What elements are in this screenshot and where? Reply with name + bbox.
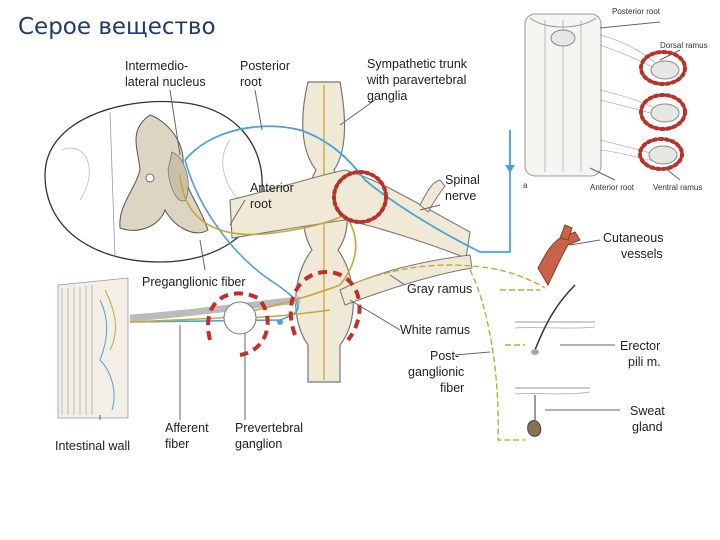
- slide-title: Серое вещество: [18, 14, 216, 40]
- anterior-root-label: Anterior root: [250, 181, 297, 211]
- inset-posterior-root-label: Posterior root: [612, 7, 661, 16]
- erector-pili-icon: [514, 284, 596, 355]
- down-arrowhead: [505, 165, 515, 173]
- leader-lines: [99, 89, 620, 420]
- annotation-circle-inset-1: [639, 50, 687, 86]
- inset-spinal-cord-segment: Posterior root Dorsal ramus Anterior roo…: [523, 7, 708, 192]
- spinal-nerve: [129, 169, 473, 322]
- intestinal-wall-label: Intestinal wall: [55, 439, 130, 453]
- cutaneous-vessel-icon: [537, 224, 581, 287]
- intermediolateral-nucleus-label: Intermedio- lateral nucleus: [125, 59, 206, 89]
- annotation-circle-trunk-junction: [332, 170, 388, 224]
- white-ramus-trunk: [339, 254, 473, 306]
- erector-pili-label: Erector pili m.: [620, 339, 664, 369]
- afferent-fiber-label: Afferent fiber: [165, 421, 212, 451]
- efferent-fiber-path: [129, 174, 357, 323]
- fibers: [129, 125, 546, 441]
- gray-ramus-label: Gray ramus: [407, 282, 472, 296]
- inset-ventral-ramus-label: Ventral ramus: [653, 183, 702, 192]
- sweat-gland-icon: [514, 387, 591, 437]
- sympathetic-trunk: [295, 81, 354, 383]
- afferent-fiber-path: [184, 125, 511, 253]
- preganglionic-fiber-label: Preganglionic fiber: [142, 275, 246, 289]
- annotation-circle-inset-3: [638, 137, 684, 171]
- inset-panel-letter: a: [523, 181, 528, 190]
- inset-anterior-root-label: Anterior root: [590, 183, 635, 192]
- annotation-arc-trunk: [288, 269, 362, 342]
- inset-dorsal-ramus-label: Dorsal ramus: [660, 41, 708, 50]
- prevertebral-ganglion: [223, 301, 257, 335]
- cutaneous-vessels-label: Cutaneous vessels: [603, 231, 667, 261]
- white-ramus-label: White ramus: [400, 323, 470, 337]
- posterior-root-label: Posterior root: [240, 59, 294, 89]
- spinal-cord-section: [44, 100, 263, 263]
- spinal-nerve-label: Spinal nerve: [445, 173, 483, 203]
- intestinal-wall: [57, 277, 129, 419]
- prevertebral-ganglion-label: Prevertebral ganglion: [235, 421, 307, 451]
- sweat-gland-label: Sweat gland: [630, 404, 668, 434]
- annotation-circle-inset-2: [639, 93, 687, 131]
- sympathetic-trunk-label: Sympathetic trunk with paravertebral gan…: [366, 57, 471, 103]
- postganglionic-fiber-label: Post- ganglionic fiber: [408, 349, 468, 395]
